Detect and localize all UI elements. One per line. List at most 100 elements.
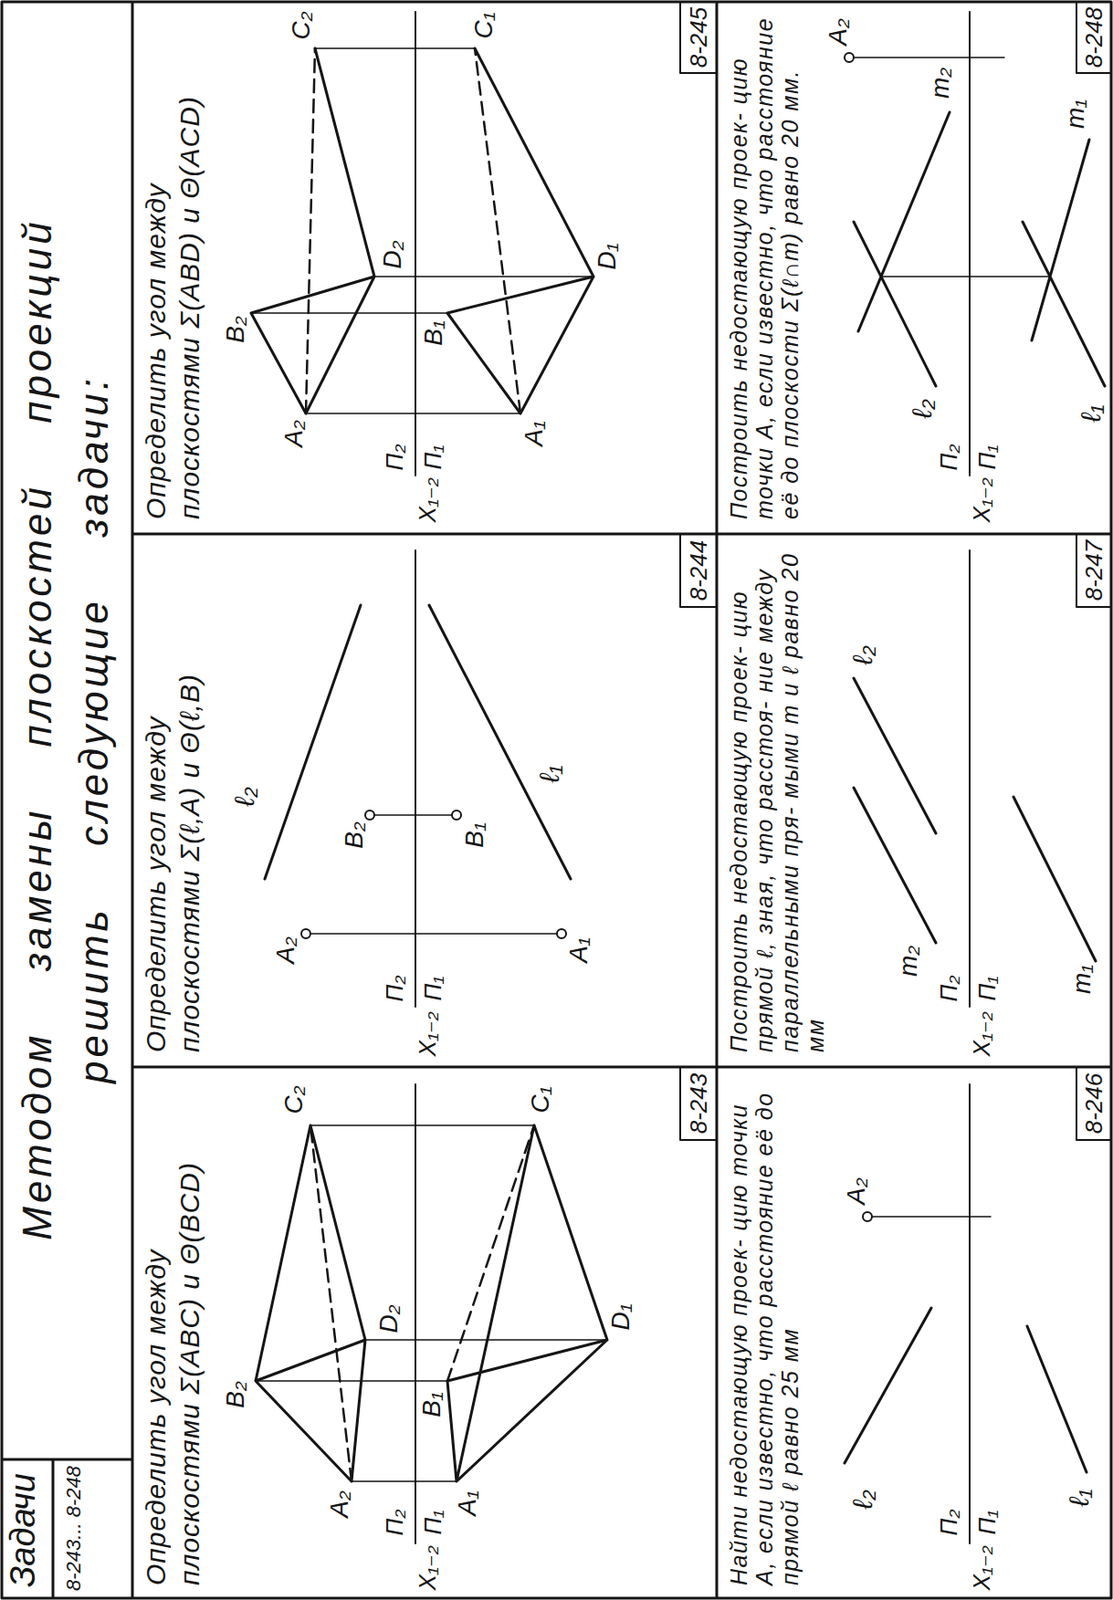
point-label: ℓ₂ bbox=[908, 399, 936, 419]
page-title: Методом замены плоскостей проекций решит… bbox=[9, 154, 123, 1305]
connection-line bbox=[310, 815, 557, 935]
point-label: A₁ bbox=[521, 420, 547, 447]
problem-statement: Найти недостающую проек- цию точки A, ес… bbox=[725, 1074, 803, 1586]
point-label: A₂ bbox=[825, 18, 851, 45]
point-label: ℓ₁ bbox=[1077, 404, 1105, 422]
line-l bbox=[844, 1308, 1087, 1473]
point-marker bbox=[844, 52, 854, 63]
point-label: m₂ bbox=[927, 67, 954, 99]
point-marker bbox=[365, 810, 375, 820]
horizontal-projection bbox=[447, 48, 594, 414]
axis-label: X₁₋₂ bbox=[969, 1011, 994, 1057]
hidden-edge bbox=[310, 1125, 352, 1482]
problem-number: 8-246 bbox=[1081, 1073, 1106, 1135]
line-l bbox=[264, 605, 571, 880]
frontal-projection bbox=[251, 48, 375, 414]
point-label: A₁ bbox=[566, 937, 592, 964]
axis-label: Π₂ bbox=[936, 444, 961, 472]
problem-statement: Определить угол между плоскостями Σ(ℓ,A)… bbox=[138, 541, 207, 1053]
point-label: ℓ₁ bbox=[535, 765, 564, 783]
point-marker bbox=[862, 1212, 872, 1222]
problem-number: 8-245 bbox=[686, 7, 711, 69]
parallel-lines bbox=[853, 678, 1096, 962]
axis-label: X₁₋₂ bbox=[415, 477, 440, 523]
axis-label: Π₂ bbox=[936, 976, 961, 1003]
axis-label: Π₂ bbox=[936, 1510, 961, 1537]
problem-245-figure bbox=[251, 48, 594, 414]
connection-line bbox=[255, 1125, 608, 1482]
number-box bbox=[680, 1, 1112, 1141]
point-marker bbox=[451, 810, 462, 820]
axis-label: Π₁ bbox=[975, 976, 999, 1001]
point-label: ℓ₂ bbox=[231, 787, 259, 807]
hidden-edge bbox=[305, 48, 315, 414]
point-marker bbox=[301, 929, 311, 939]
axis-label: X₁₋₂ bbox=[415, 1011, 440, 1057]
problem-statement: Построить недостающую проек- цию точки A… bbox=[725, 8, 803, 520]
point-label: C₂ bbox=[281, 1086, 307, 1115]
problem-number: 8-248 bbox=[1081, 7, 1106, 69]
point-label: C₁ bbox=[471, 11, 497, 39]
problem-246-figure bbox=[844, 1212, 1087, 1473]
point-label: B₁ bbox=[462, 822, 488, 849]
projection-axes bbox=[415, 11, 970, 1544]
hidden-edge bbox=[474, 48, 521, 414]
axis-label: Π₁ bbox=[975, 444, 999, 470]
point-label: D₁ bbox=[594, 242, 620, 270]
point-label: A₂ bbox=[281, 420, 307, 447]
point-label: m₁ bbox=[1069, 965, 1095, 995]
header-text: Задачи bbox=[5, 1473, 41, 1588]
problem-number: 8-244 bbox=[686, 540, 711, 602]
point-label: ℓ₂ bbox=[849, 645, 877, 665]
axis-label: Π₁ bbox=[420, 1510, 445, 1535]
axis-label: X₁₋₂ bbox=[969, 477, 994, 523]
problem-248-figure bbox=[844, 52, 1105, 387]
point-label: C₁ bbox=[527, 1086, 554, 1113]
axis-label: Π₁ bbox=[420, 444, 445, 470]
point-label: m₂ bbox=[895, 945, 922, 977]
axis-label: Π₂ bbox=[382, 976, 407, 1003]
point-label: A₂ bbox=[326, 1491, 353, 1518]
connection-line bbox=[853, 57, 1050, 277]
point-label: A₂ bbox=[273, 936, 299, 964]
point-label: A₁ bbox=[454, 1491, 481, 1517]
point-label: C₂ bbox=[288, 11, 315, 41]
axis-label: Π₁ bbox=[975, 1510, 999, 1535]
problem-statement: Построить недостающую проек- цию прямой … bbox=[725, 541, 829, 1053]
point-label: B₁ bbox=[420, 320, 447, 347]
point-label: B₂ bbox=[222, 315, 249, 343]
point-marker bbox=[556, 929, 567, 939]
connection-line bbox=[871, 1216, 991, 1218]
point-label: B₂ bbox=[222, 1381, 249, 1408]
point-label: D₁ bbox=[608, 1303, 634, 1331]
problem-243-figure bbox=[255, 1125, 608, 1482]
connection-line bbox=[251, 48, 594, 414]
point-label: ℓ₂ bbox=[849, 1490, 877, 1510]
axis-label: Π₁ bbox=[420, 976, 445, 1001]
point-label: B₁ bbox=[419, 1392, 445, 1418]
header-text: 8-243... 8-248 bbox=[63, 1466, 84, 1592]
problem-statement: Определить угол между плоскостями Σ(ABC)… bbox=[138, 1074, 207, 1586]
problem-number: 8-247 bbox=[1081, 540, 1106, 602]
point-label: m₁ bbox=[1062, 99, 1089, 129]
frontal-projection bbox=[255, 1125, 366, 1482]
point-label: ℓ₁ bbox=[1065, 1489, 1093, 1507]
point-label: B₂ bbox=[341, 821, 368, 849]
problem-number: 8-243 bbox=[686, 1073, 711, 1135]
axis-label: Π₂ bbox=[382, 1510, 407, 1537]
problem-statement: Определить угол между плоскостями Σ(ABD)… bbox=[138, 8, 207, 520]
axis-label: X₁₋₂ bbox=[415, 1545, 440, 1591]
axis-label: Π₂ bbox=[382, 444, 407, 472]
intersecting-lines bbox=[853, 112, 1105, 387]
problem-244-figure bbox=[264, 605, 571, 939]
problem-247-figure bbox=[853, 678, 1096, 962]
point-label: D₂ bbox=[376, 1305, 402, 1334]
horizontal-projection bbox=[447, 1125, 608, 1482]
point-label: D₂ bbox=[379, 241, 406, 270]
point-label: A₂ bbox=[843, 1177, 870, 1205]
axis-label: X₁₋₂ bbox=[969, 1545, 994, 1591]
axis-line bbox=[415, 11, 970, 1544]
